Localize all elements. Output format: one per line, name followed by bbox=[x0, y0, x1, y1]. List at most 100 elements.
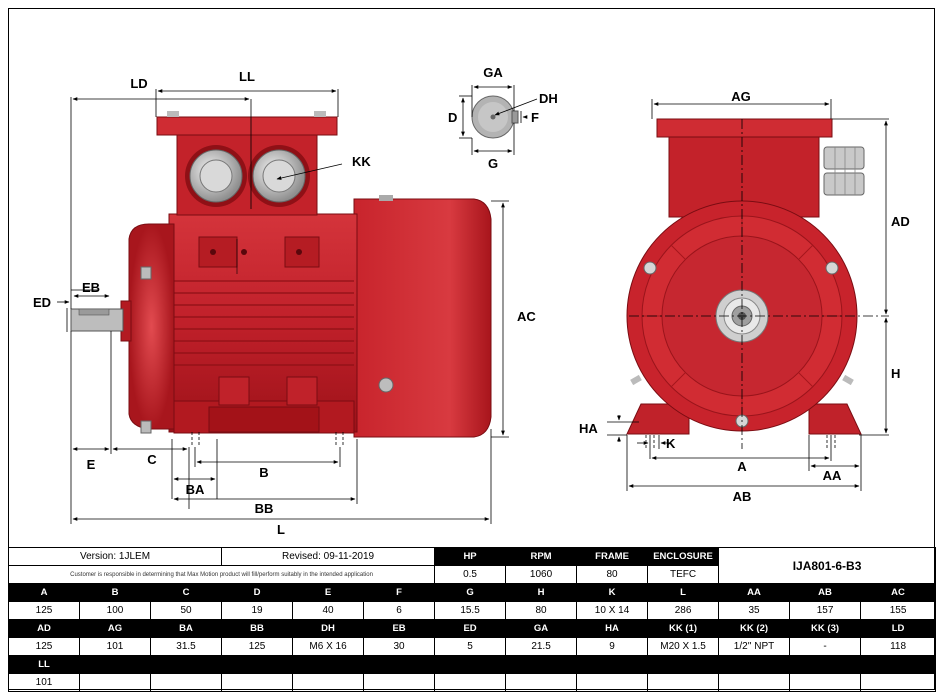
empty-cell bbox=[789, 673, 862, 692]
dim-bb: BB bbox=[255, 501, 274, 516]
header-row-2: AD AG BA BB DH EB ED GA HA KK (1) KK (2)… bbox=[8, 619, 937, 638]
shaft-dimensions bbox=[459, 85, 538, 155]
header-cell: EB bbox=[363, 619, 436, 638]
header-cell: AD bbox=[8, 619, 80, 638]
dim-ad: AD bbox=[891, 214, 910, 229]
header-filler bbox=[78, 655, 937, 674]
value-cell: 101 bbox=[79, 637, 151, 656]
value-cell: M20 X 1.5 bbox=[647, 637, 720, 656]
dim-kk: KK bbox=[352, 154, 371, 169]
header-cell: B bbox=[79, 583, 151, 602]
dim-ac: AC bbox=[517, 309, 536, 324]
dim-c: C bbox=[147, 452, 157, 467]
header-row-1: A B C D E F G H K L AA AB AC bbox=[8, 583, 937, 602]
value-cell: 125 bbox=[221, 637, 294, 656]
value-cell: 118 bbox=[860, 637, 937, 656]
front-view bbox=[626, 118, 865, 435]
value-cell: 9 bbox=[576, 637, 649, 656]
empty-cell bbox=[576, 673, 649, 692]
header-cell: RPM bbox=[505, 547, 578, 566]
spec-table: Version: 1JLEM Revised: 09-11-2019 HP RP… bbox=[7, 547, 937, 692]
value-cell: 6 bbox=[363, 601, 436, 620]
motor-drawing: LL LD KK ED EB AC E C B BA BB L bbox=[9, 9, 936, 549]
value-cell: 125 bbox=[8, 601, 80, 620]
value-row-3: 101 bbox=[8, 673, 937, 692]
value-cell: 5 bbox=[434, 637, 507, 656]
header-cell: KK (3) bbox=[789, 619, 862, 638]
version-text: Version: 1JLEM bbox=[7, 547, 223, 566]
dim-b: B bbox=[259, 465, 268, 480]
header-cell: ED bbox=[434, 619, 507, 638]
header-cell: AG bbox=[79, 619, 151, 638]
disclaimer-row: Customer is responsible in determining t… bbox=[7, 565, 936, 584]
header-cell: K bbox=[576, 583, 649, 602]
dim-a: A bbox=[737, 459, 747, 474]
header-cell: C bbox=[149, 583, 223, 602]
empty-cell bbox=[718, 673, 791, 692]
empty-cell bbox=[434, 673, 507, 692]
empty-cell bbox=[292, 673, 365, 692]
shaft-end-view bbox=[471, 95, 519, 139]
header-cell: BB bbox=[221, 619, 294, 638]
value-cell: 80 bbox=[505, 601, 578, 620]
side-view bbox=[70, 99, 492, 447]
dim-ag: AG bbox=[731, 89, 751, 104]
dim-dh: DH bbox=[539, 91, 558, 106]
value-cell: M6 X 16 bbox=[292, 637, 365, 656]
model-number: IJA801-6-B3 bbox=[718, 547, 937, 584]
header-cell: ENCLOSURE bbox=[647, 547, 720, 566]
value-cell: 21.5 bbox=[505, 637, 578, 656]
dim-e: E bbox=[87, 457, 96, 472]
dim-ld: LD bbox=[130, 76, 147, 91]
header-cell: FRAME bbox=[576, 547, 649, 566]
value-cell: 1/2'' NPT bbox=[718, 637, 791, 656]
value-cell: 19 bbox=[221, 601, 294, 620]
header-row-3: LL bbox=[8, 655, 937, 674]
header-cell: F bbox=[363, 583, 436, 602]
revised-text: Revised: 09-11-2019 bbox=[221, 547, 436, 566]
header-cell: H bbox=[505, 583, 578, 602]
header-cell: G bbox=[434, 583, 507, 602]
header-cell: D bbox=[221, 583, 294, 602]
value-cell: 40 bbox=[292, 601, 365, 620]
dimension-drawing: LL LD KK ED EB AC E C B BA BB L bbox=[33, 65, 910, 537]
empty-cell bbox=[860, 673, 937, 692]
empty-cell bbox=[149, 673, 223, 692]
header-cell: AB bbox=[789, 583, 862, 602]
dim-f: F bbox=[531, 110, 539, 125]
disclaimer-text: Customer is responsible in determining t… bbox=[7, 565, 436, 584]
value-cell: 0.5 bbox=[434, 565, 507, 584]
header-cell: HP bbox=[434, 547, 507, 566]
value-cell: 1060 bbox=[505, 565, 578, 584]
header-cell: AA bbox=[718, 583, 791, 602]
value-cell: 10 X 14 bbox=[576, 601, 649, 620]
value-cell: 155 bbox=[860, 601, 937, 620]
empty-cell bbox=[505, 673, 578, 692]
dim-eb: EB bbox=[82, 280, 100, 295]
value-cell: 30 bbox=[363, 637, 436, 656]
header-cell: KK (1) bbox=[647, 619, 720, 638]
value-row-1: 125 100 50 19 40 6 15.5 80 10 X 14 286 3… bbox=[8, 601, 937, 620]
value-cell: 31.5 bbox=[149, 637, 223, 656]
dim-ed: ED bbox=[33, 295, 51, 310]
value-cell: - bbox=[789, 637, 862, 656]
dim-ha: HA bbox=[579, 421, 598, 436]
side-dimensions bbox=[57, 89, 509, 524]
info-row: Version: 1JLEM Revised: 09-11-2019 HP RP… bbox=[7, 547, 937, 584]
dim-ga: GA bbox=[483, 65, 503, 80]
dim-k: K bbox=[666, 436, 676, 451]
value-cell: 125 bbox=[8, 637, 80, 656]
dim-h: H bbox=[891, 366, 900, 381]
dim-ba: BA bbox=[186, 482, 205, 497]
value-cell: 35 bbox=[718, 601, 791, 620]
empty-cell bbox=[363, 673, 436, 692]
header-cell: HA bbox=[576, 619, 649, 638]
empty-cell bbox=[221, 673, 294, 692]
header-cell: DH bbox=[292, 619, 365, 638]
value-cell: 15.5 bbox=[434, 601, 507, 620]
front-dimensions bbox=[607, 99, 889, 491]
header-cell: KK (2) bbox=[718, 619, 791, 638]
empty-cell bbox=[79, 673, 151, 692]
header-cell: AC bbox=[860, 583, 937, 602]
dim-g: G bbox=[488, 156, 498, 171]
